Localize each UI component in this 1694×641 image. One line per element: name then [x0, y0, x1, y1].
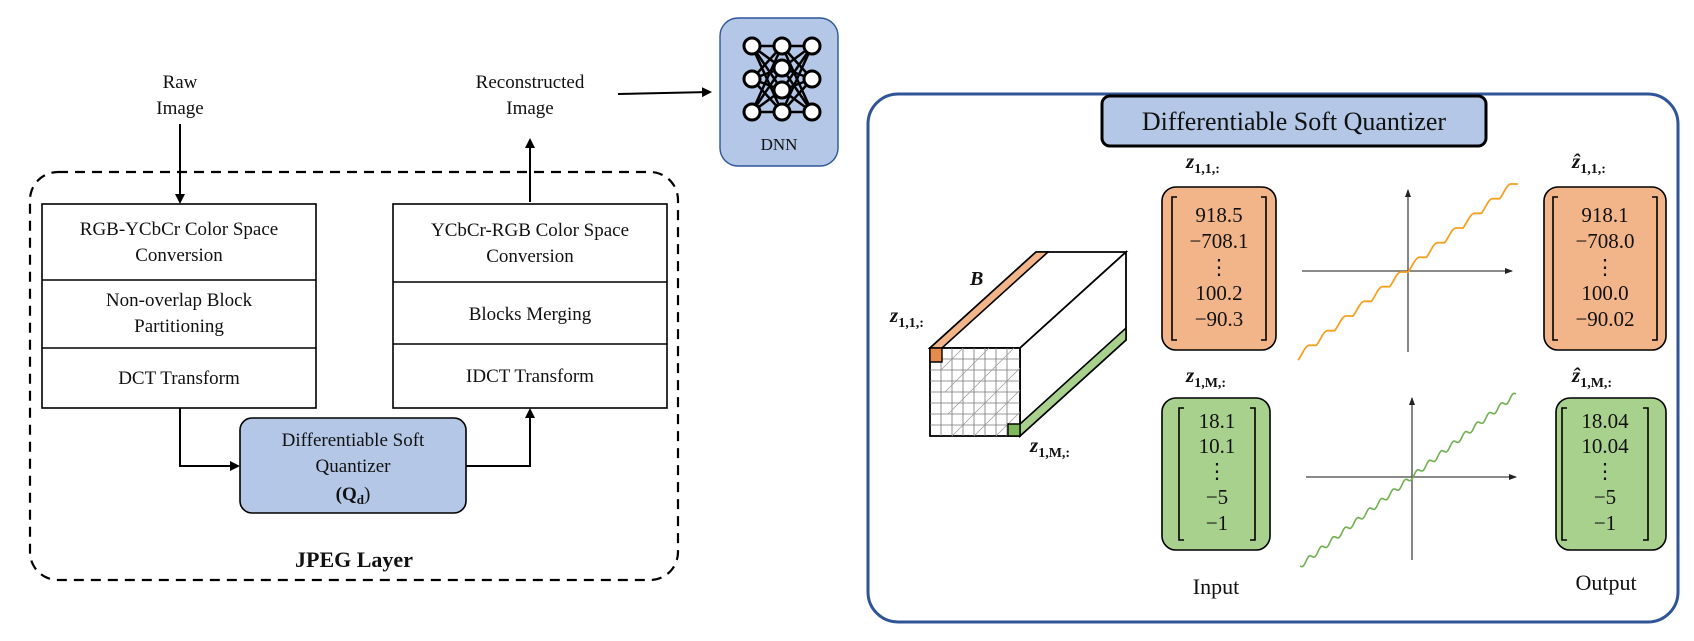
decoder-step-color-conversion-line2: Conversion — [486, 246, 574, 267]
raw-image-label-line1: Raw — [163, 72, 198, 93]
input-bottom-value-4: −5 — [1206, 485, 1228, 509]
output-vector-top: ẑ1,1,: 918.1 −708.0 ⋮ 100.0 −90.02 — [1543, 149, 1667, 351]
jpeg-layer-panel: Raw Image Reconstructed Image RGB-YCbCr … — [28, 72, 712, 582]
quantizer-label-line2: Quantizer — [316, 456, 392, 477]
output-top-value-2: −708.0 — [1575, 229, 1634, 253]
input-top-value-2: −708.1 — [1189, 229, 1248, 253]
input-top-value-3: ⋮ — [1209, 255, 1230, 279]
detail-title-box — [1100, 94, 1488, 148]
encoder-step-block-partition-line1: Non-overlap Block — [106, 290, 253, 311]
decoder-step-color-conversion-line1: YCbCr-RGB Color Space — [431, 220, 629, 241]
input-caption: Input — [1193, 574, 1239, 599]
output-bottom-heading: ẑ1,M,: — [1571, 363, 1612, 391]
input-bottom-value-1: 18.1 — [1199, 409, 1236, 433]
slice-top-label: z1,1,: — [889, 303, 924, 331]
decoder-stack: YCbCr-RGB Color Space Conversion Blocks … — [392, 203, 668, 409]
input-top-heading: z1,1,: — [1185, 149, 1220, 177]
jpeg-layer-title: JPEG Layer — [295, 547, 413, 572]
encoder-stack: RGB-YCbCr Color Space Conversion Non-ove… — [41, 203, 317, 409]
input-top-value-4: 100.2 — [1195, 281, 1242, 305]
input-bottom-value-2: 10.1 — [1199, 434, 1236, 458]
input-bottom-heading: z1,M,: — [1185, 363, 1226, 391]
quantizer-symbol: (Qd) — [336, 484, 371, 507]
staircase-quantization-plot — [1297, 183, 1518, 361]
output-bottom-value-2: 10.04 — [1581, 434, 1629, 458]
input-bottom-value-3: ⋮ — [1207, 459, 1228, 483]
dnn-box: DNN — [719, 17, 839, 167]
output-bottom-value-3: ⋮ — [1595, 459, 1616, 483]
decoder-step-idct: IDCT Transform — [466, 366, 594, 387]
decoder-step-blocks-merging: Blocks Merging — [469, 304, 592, 325]
encoder-step-dct: DCT Transform — [118, 368, 240, 389]
neural-network-icon — [742, 36, 822, 122]
output-top-heading: ẑ1,1,: — [1571, 149, 1606, 177]
output-bottom-value-1: 18.04 — [1581, 409, 1629, 433]
raw-image-label-line2: Image — [156, 98, 203, 119]
output-top-value-1: 918.1 — [1581, 203, 1628, 227]
output-bottom-value-4: −5 — [1594, 485, 1616, 509]
quantizer-label-line1: Differentiable Soft — [282, 430, 425, 451]
encoder-step-color-conversion-line2: Conversion — [135, 245, 223, 266]
block-size-label: B — [969, 268, 983, 290]
input-bottom-value-5: −1 — [1206, 511, 1228, 535]
staircase-curve — [1297, 183, 1518, 361]
smooth-quantization-plot — [1299, 392, 1517, 568]
dnn-label: DNN — [761, 135, 798, 154]
encoder-step-block-partition-line2: Partitioning — [134, 316, 224, 337]
output-top-value-4: 100.0 — [1581, 281, 1628, 305]
reconstructed-image-label-line1: Reconstructed — [476, 72, 585, 93]
input-top-value-5: −90.3 — [1195, 307, 1244, 331]
quantizer-to-idct-arrow — [466, 408, 535, 467]
encoder-step-color-conversion-line1: RGB-YCbCr Color Space — [80, 219, 278, 240]
soft-quantizer-detail-panel: Differentiable Soft Quantizer B z1,1,: z… — [866, 92, 1680, 624]
input-vector-top: z1,1,: 918.5 −708.1 ⋮ 100.2 −90.3 — [1161, 149, 1277, 351]
input-vector-bottom: z1,M,: 18.1 10.1 ⋮ −5 −1 — [1161, 363, 1271, 551]
detail-title: Differentiable Soft Quantizer — [1142, 107, 1447, 136]
reconstructed-image-label-line2: Image — [506, 98, 553, 119]
input-top-value-1: 918.5 — [1195, 203, 1242, 227]
soft-quantizer-box: Differentiable Soft Quantizer (Qd) — [239, 417, 467, 514]
output-bottom-value-5: −1 — [1594, 511, 1616, 535]
detail-panel-frame — [866, 92, 1680, 624]
wavy-curve — [1299, 392, 1517, 568]
output-vector-bottom: ẑ1,M,: 18.04 10.04 ⋮ −5 −1 — [1555, 363, 1667, 551]
to-dnn-arrow — [617, 87, 712, 98]
output-top-value-5: −90.02 — [1575, 307, 1634, 331]
slice-bottom-label: z1,M,: — [1029, 433, 1070, 461]
dct-to-quantizer-arrow — [179, 408, 240, 471]
tensor-cube — [927, 249, 1129, 439]
output-top-value-3: ⋮ — [1595, 255, 1616, 279]
output-caption: Output — [1575, 570, 1636, 595]
jpeg-layer-boundary — [28, 170, 680, 582]
